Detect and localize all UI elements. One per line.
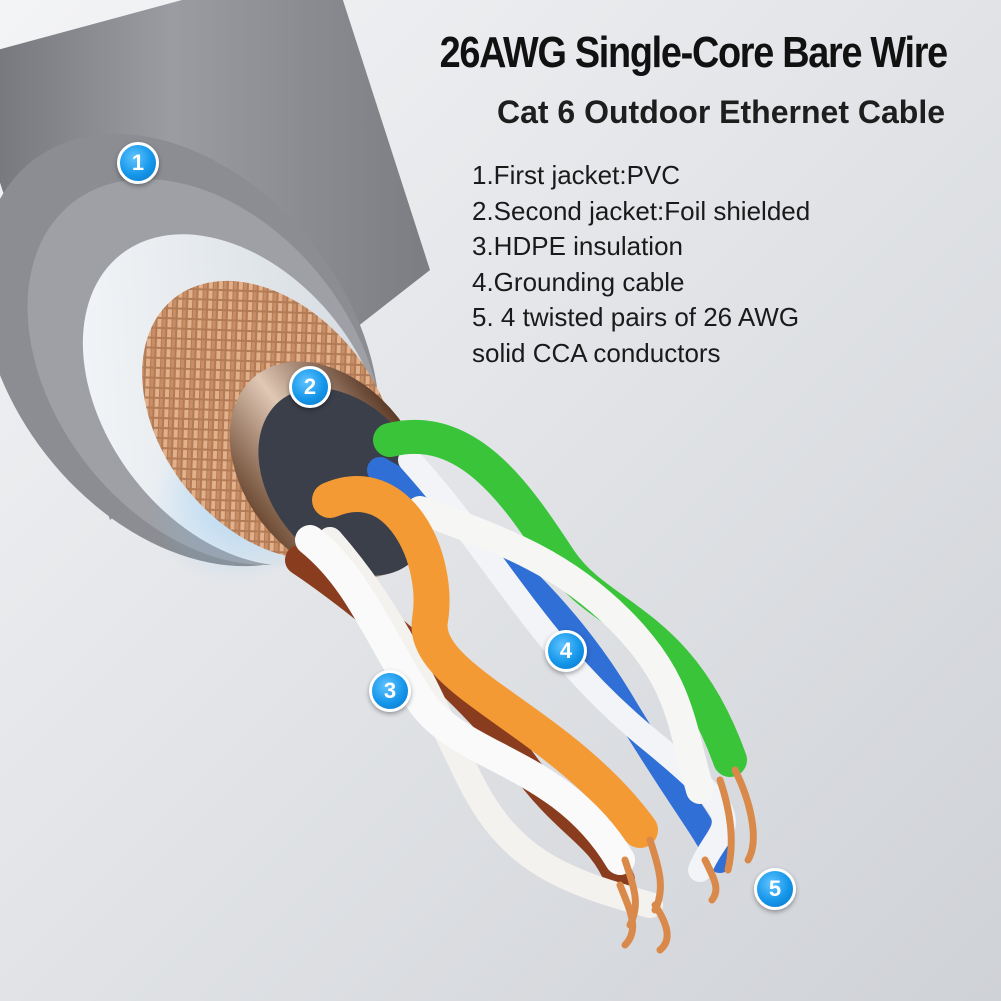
feature-item: 1.First jacket:PVC	[472, 160, 681, 190]
feature-item: 4.Grounding cable	[472, 266, 685, 297]
feature-item: 2.Second jacket:Foil shielded	[472, 195, 811, 226]
page-subtitle: Cat 6 Outdoor Ethernet Cable	[496, 94, 945, 130]
callout-badge-4: 4	[545, 630, 587, 672]
callout-badge-1: 1	[117, 142, 159, 184]
feature-item: 3.HDPE insulation	[472, 231, 683, 261]
feature-item: solid CCA conductors	[472, 337, 721, 368]
feature-list: 1.First jacket:PVC 2.Second jacket:Foil …	[472, 158, 810, 371]
page-title: 26AWG Single-Core Bare Wire	[439, 28, 949, 77]
feature-item: 5. 4 twisted pairs of 26 AWG	[472, 302, 800, 332]
callout-badge-2: 2	[289, 366, 331, 408]
callout-badge-5: 5	[754, 868, 796, 910]
callout-badge-3: 3	[369, 670, 411, 712]
